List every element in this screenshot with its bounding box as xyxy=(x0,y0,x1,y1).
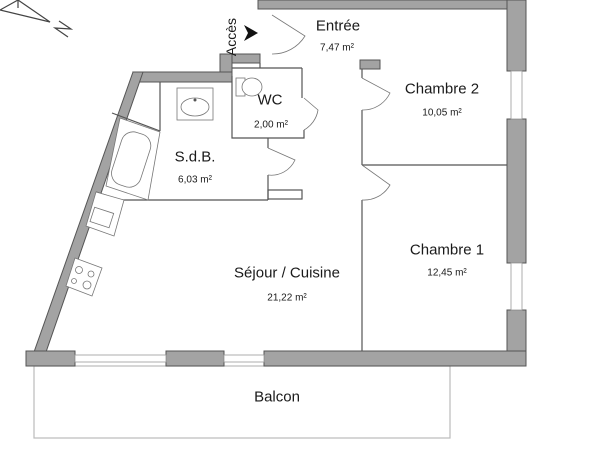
compass-icon xyxy=(0,0,74,38)
room-wc-area: 2,00 m² xyxy=(254,119,288,131)
windows xyxy=(74,70,523,363)
bathtub-icon xyxy=(105,117,161,201)
room-balcon-name: Balcon xyxy=(254,388,300,406)
room-chambre2-area: 10,05 m² xyxy=(422,107,462,119)
kitchen-sink-icon xyxy=(85,191,125,237)
exterior-walls xyxy=(25,0,527,367)
toilet-icon xyxy=(235,77,263,97)
doors xyxy=(267,14,391,201)
room-entree-area: 7,47 m² xyxy=(320,42,354,54)
balcony-outline xyxy=(33,365,451,439)
room-entree-name: Entrée xyxy=(315,17,361,35)
room-sejour-area: 21,22 m² xyxy=(267,292,307,304)
cooktop-icon xyxy=(65,257,103,297)
room-chambre1-name: Chambre 1 xyxy=(409,241,485,259)
room-wc-name: WC xyxy=(257,91,283,109)
room-chambre1-area: 12,45 m² xyxy=(427,267,467,279)
interior-walls xyxy=(95,63,507,351)
room-chambre2-name: Chambre 2 xyxy=(404,80,480,98)
sink-icon xyxy=(176,87,214,121)
room-sejour-name: Séjour / Cuisine xyxy=(234,264,340,282)
access-label: Accès xyxy=(223,17,239,57)
access-arrow-icon xyxy=(244,25,258,41)
room-sdb-area: 6,03 m² xyxy=(178,174,212,186)
room-sdb-name: S.d.B. xyxy=(174,148,216,166)
